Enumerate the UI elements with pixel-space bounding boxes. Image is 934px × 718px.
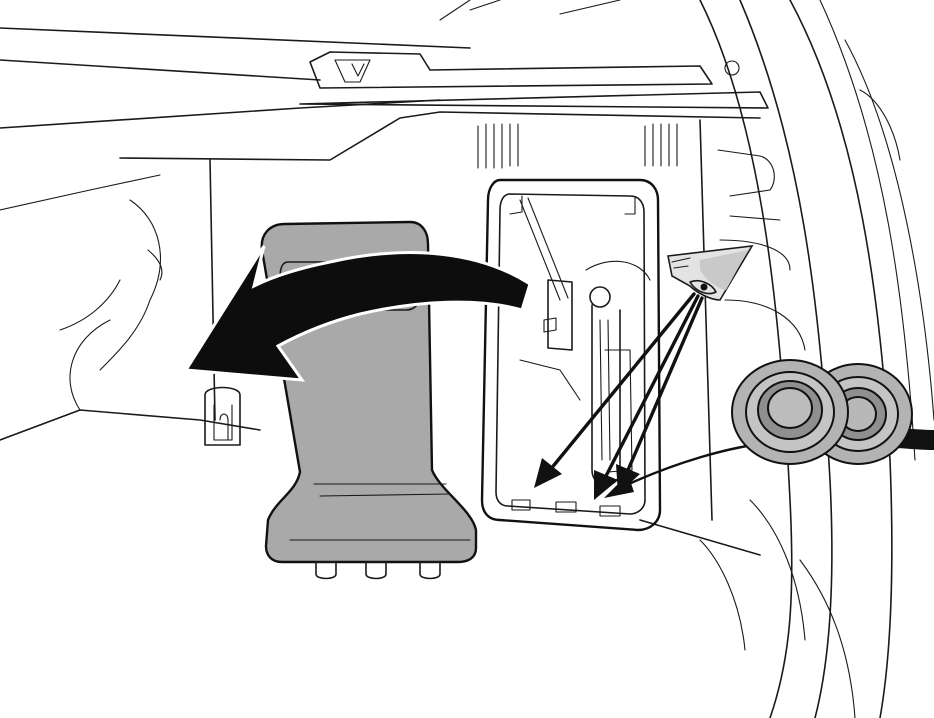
- sight-line-arrows: [534, 294, 702, 500]
- grommet-icon: [732, 360, 848, 464]
- eye-icon: [668, 246, 752, 300]
